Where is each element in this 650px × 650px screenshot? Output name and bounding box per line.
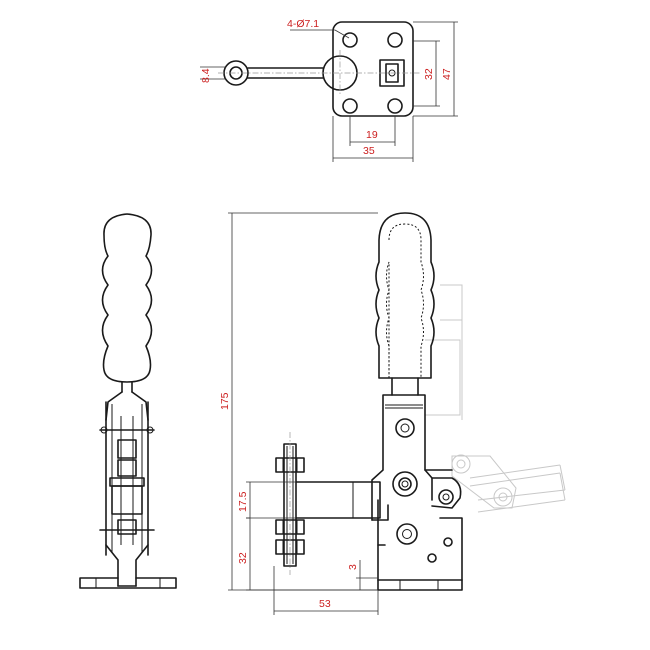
handle-eye-dim-label: 8.4 [200, 68, 212, 83]
inner-height-dim-label: 32 [423, 68, 435, 80]
overall-height-dim-label: 175 [219, 392, 231, 410]
base-thickness-dim-label: 3 [347, 564, 359, 570]
inner-width-dim-label: 19 [366, 129, 378, 141]
top-view: 4-Ø7.1 8.4 32 47 19 35 [200, 18, 458, 162]
hole-callout-label: 4-Ø7.1 [287, 18, 319, 30]
outer-width-dim-label: 35 [363, 145, 375, 157]
open-position-ghost [425, 284, 566, 513]
reach-dim-label: 53 [319, 598, 331, 610]
side-view: 175 17.5 32 3 53 [219, 212, 566, 615]
spindle-height-dim-label: 32 [237, 552, 249, 564]
arm-height-dim-label: 17.5 [237, 491, 249, 512]
front-view [79, 213, 177, 589]
outer-height-dim-label: 47 [441, 68, 453, 80]
